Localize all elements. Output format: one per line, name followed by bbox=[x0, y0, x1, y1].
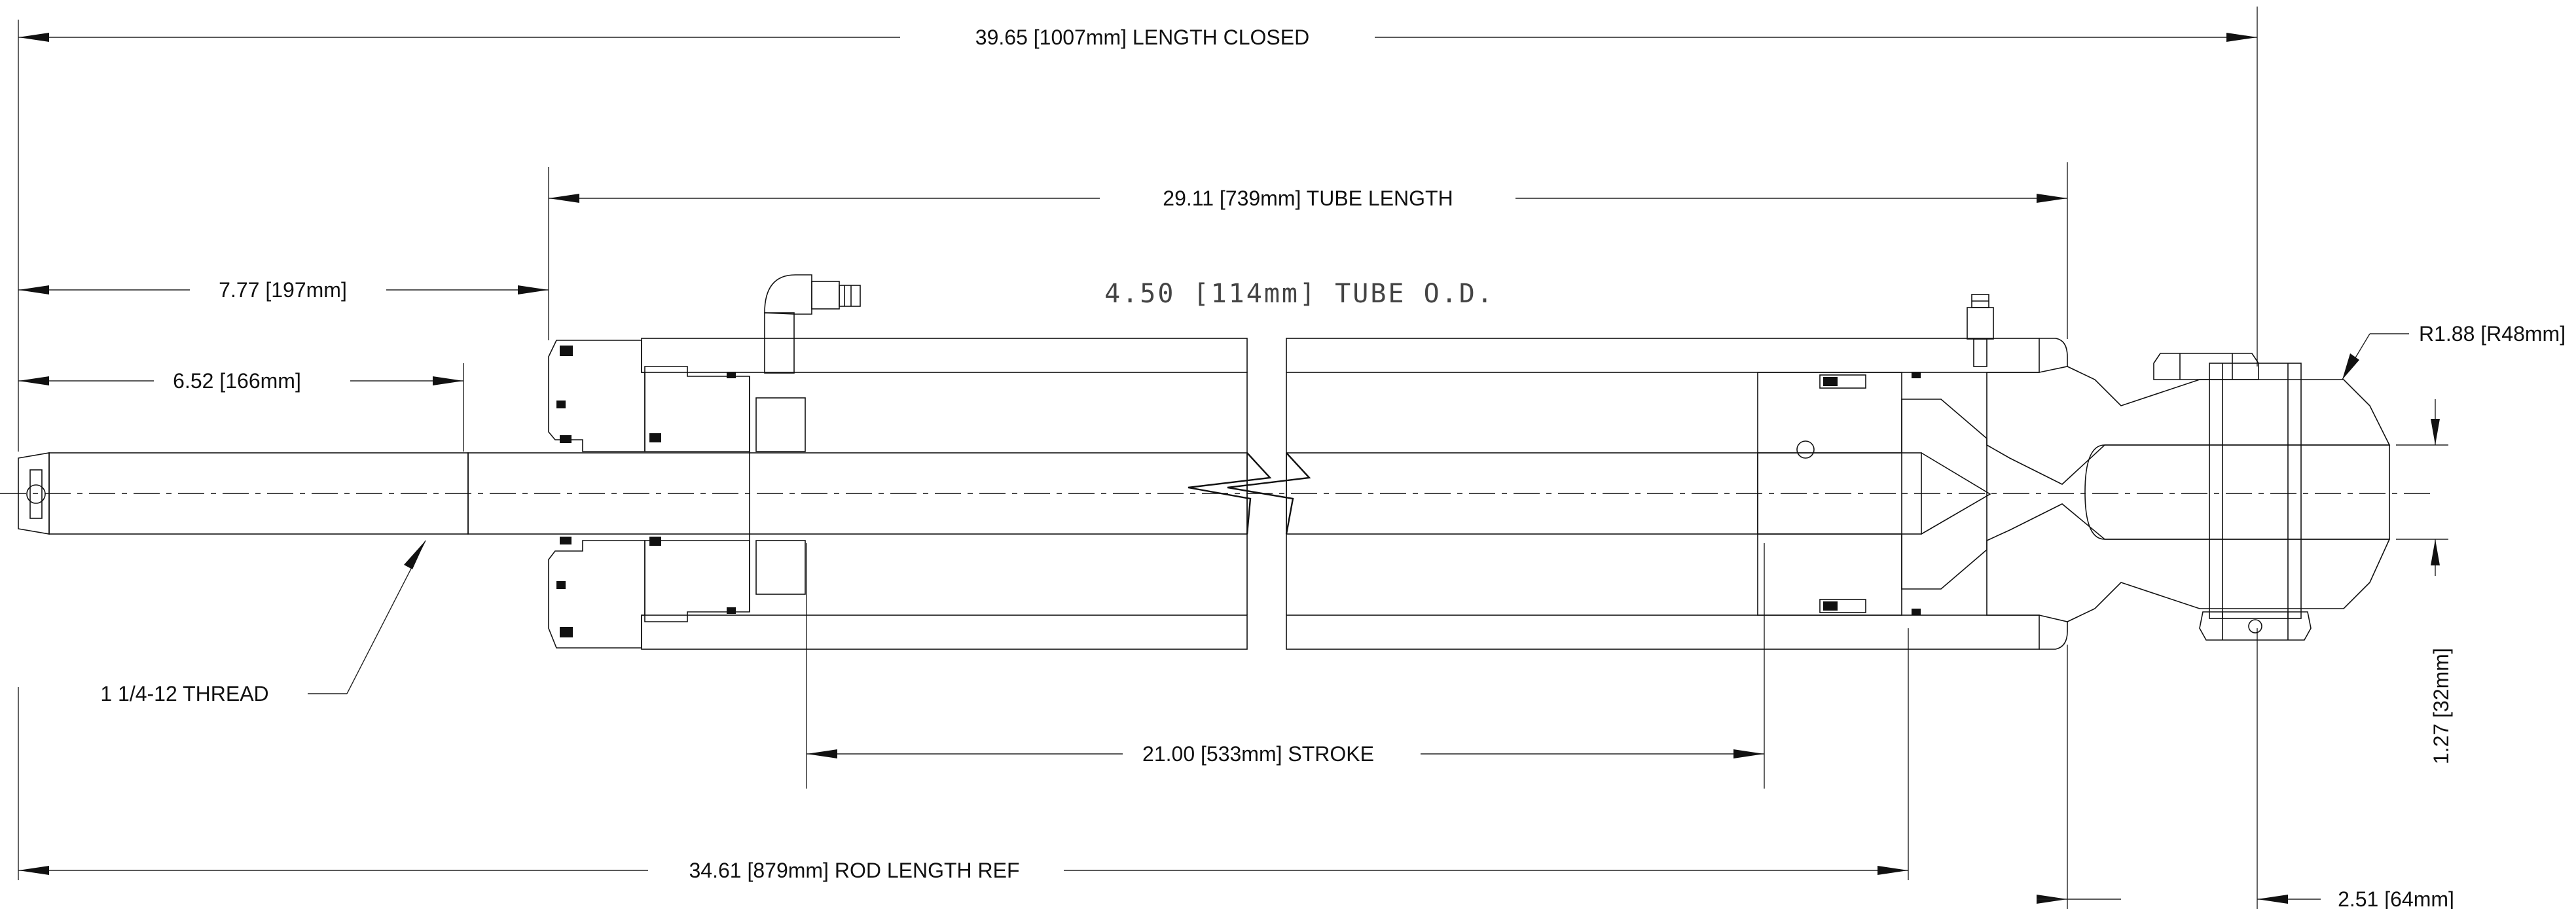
rod-extension-label: 7.77 [197mm] bbox=[219, 278, 347, 302]
rod-length-ref-label: 34.61 [879mm] ROD LENGTH REF bbox=[689, 859, 1019, 882]
tube-length-label: 29.11 [739mm] TUBE LENGTH bbox=[1163, 187, 1453, 210]
dim-thread-length: 6.52 [166mm] bbox=[18, 369, 463, 393]
dim-tube-length: 29.11 [739mm] TUBE LENGTH bbox=[549, 187, 2067, 210]
clevis-end bbox=[1986, 353, 2391, 641]
thread-length-label: 6.52 [166mm] bbox=[173, 369, 301, 393]
length-closed-label: 39.65 [1007mm] LENGTH CLOSED bbox=[975, 26, 1309, 49]
thread-spec-label: 1 1/4-12 THREAD bbox=[100, 682, 268, 705]
stroke-label: 21.00 [533mm] STROKE bbox=[1142, 742, 1374, 766]
dim-stroke: 21.00 [533mm] STROKE bbox=[807, 742, 1764, 766]
dim-rod-length-ref: 34.61 [879mm] ROD LENGTH REF bbox=[18, 859, 1908, 882]
dim-rod-extension: 7.77 [197mm] bbox=[18, 278, 549, 302]
dim-pin-offset: 2.51 [64mm] bbox=[2037, 887, 2454, 909]
dim-thread-callout: 1 1/4-12 THREAD bbox=[100, 540, 426, 705]
clevis-gap-label: 1.27 [32mm] bbox=[2429, 648, 2453, 764]
hydraulic-elbow-fitting bbox=[764, 274, 861, 374]
pin-offset-label: 2.51 [64mm] bbox=[2338, 887, 2454, 909]
dim-clevis-radius: R1.88 [R48mm] bbox=[2342, 322, 2566, 380]
clevis-radius-label: R1.88 [R48mm] bbox=[2419, 322, 2566, 346]
dim-length-closed: 39.65 [1007mm] LENGTH CLOSED bbox=[18, 26, 2257, 49]
bleed-fitting bbox=[1967, 294, 1994, 367]
extension-lines bbox=[18, 7, 2448, 909]
tube-od-label: 4.50 [114mm] TUBE O.D. bbox=[1104, 279, 1495, 309]
dim-clevis-gap: 1.27 [32mm] bbox=[2429, 399, 2453, 764]
gland-head bbox=[548, 340, 806, 649]
